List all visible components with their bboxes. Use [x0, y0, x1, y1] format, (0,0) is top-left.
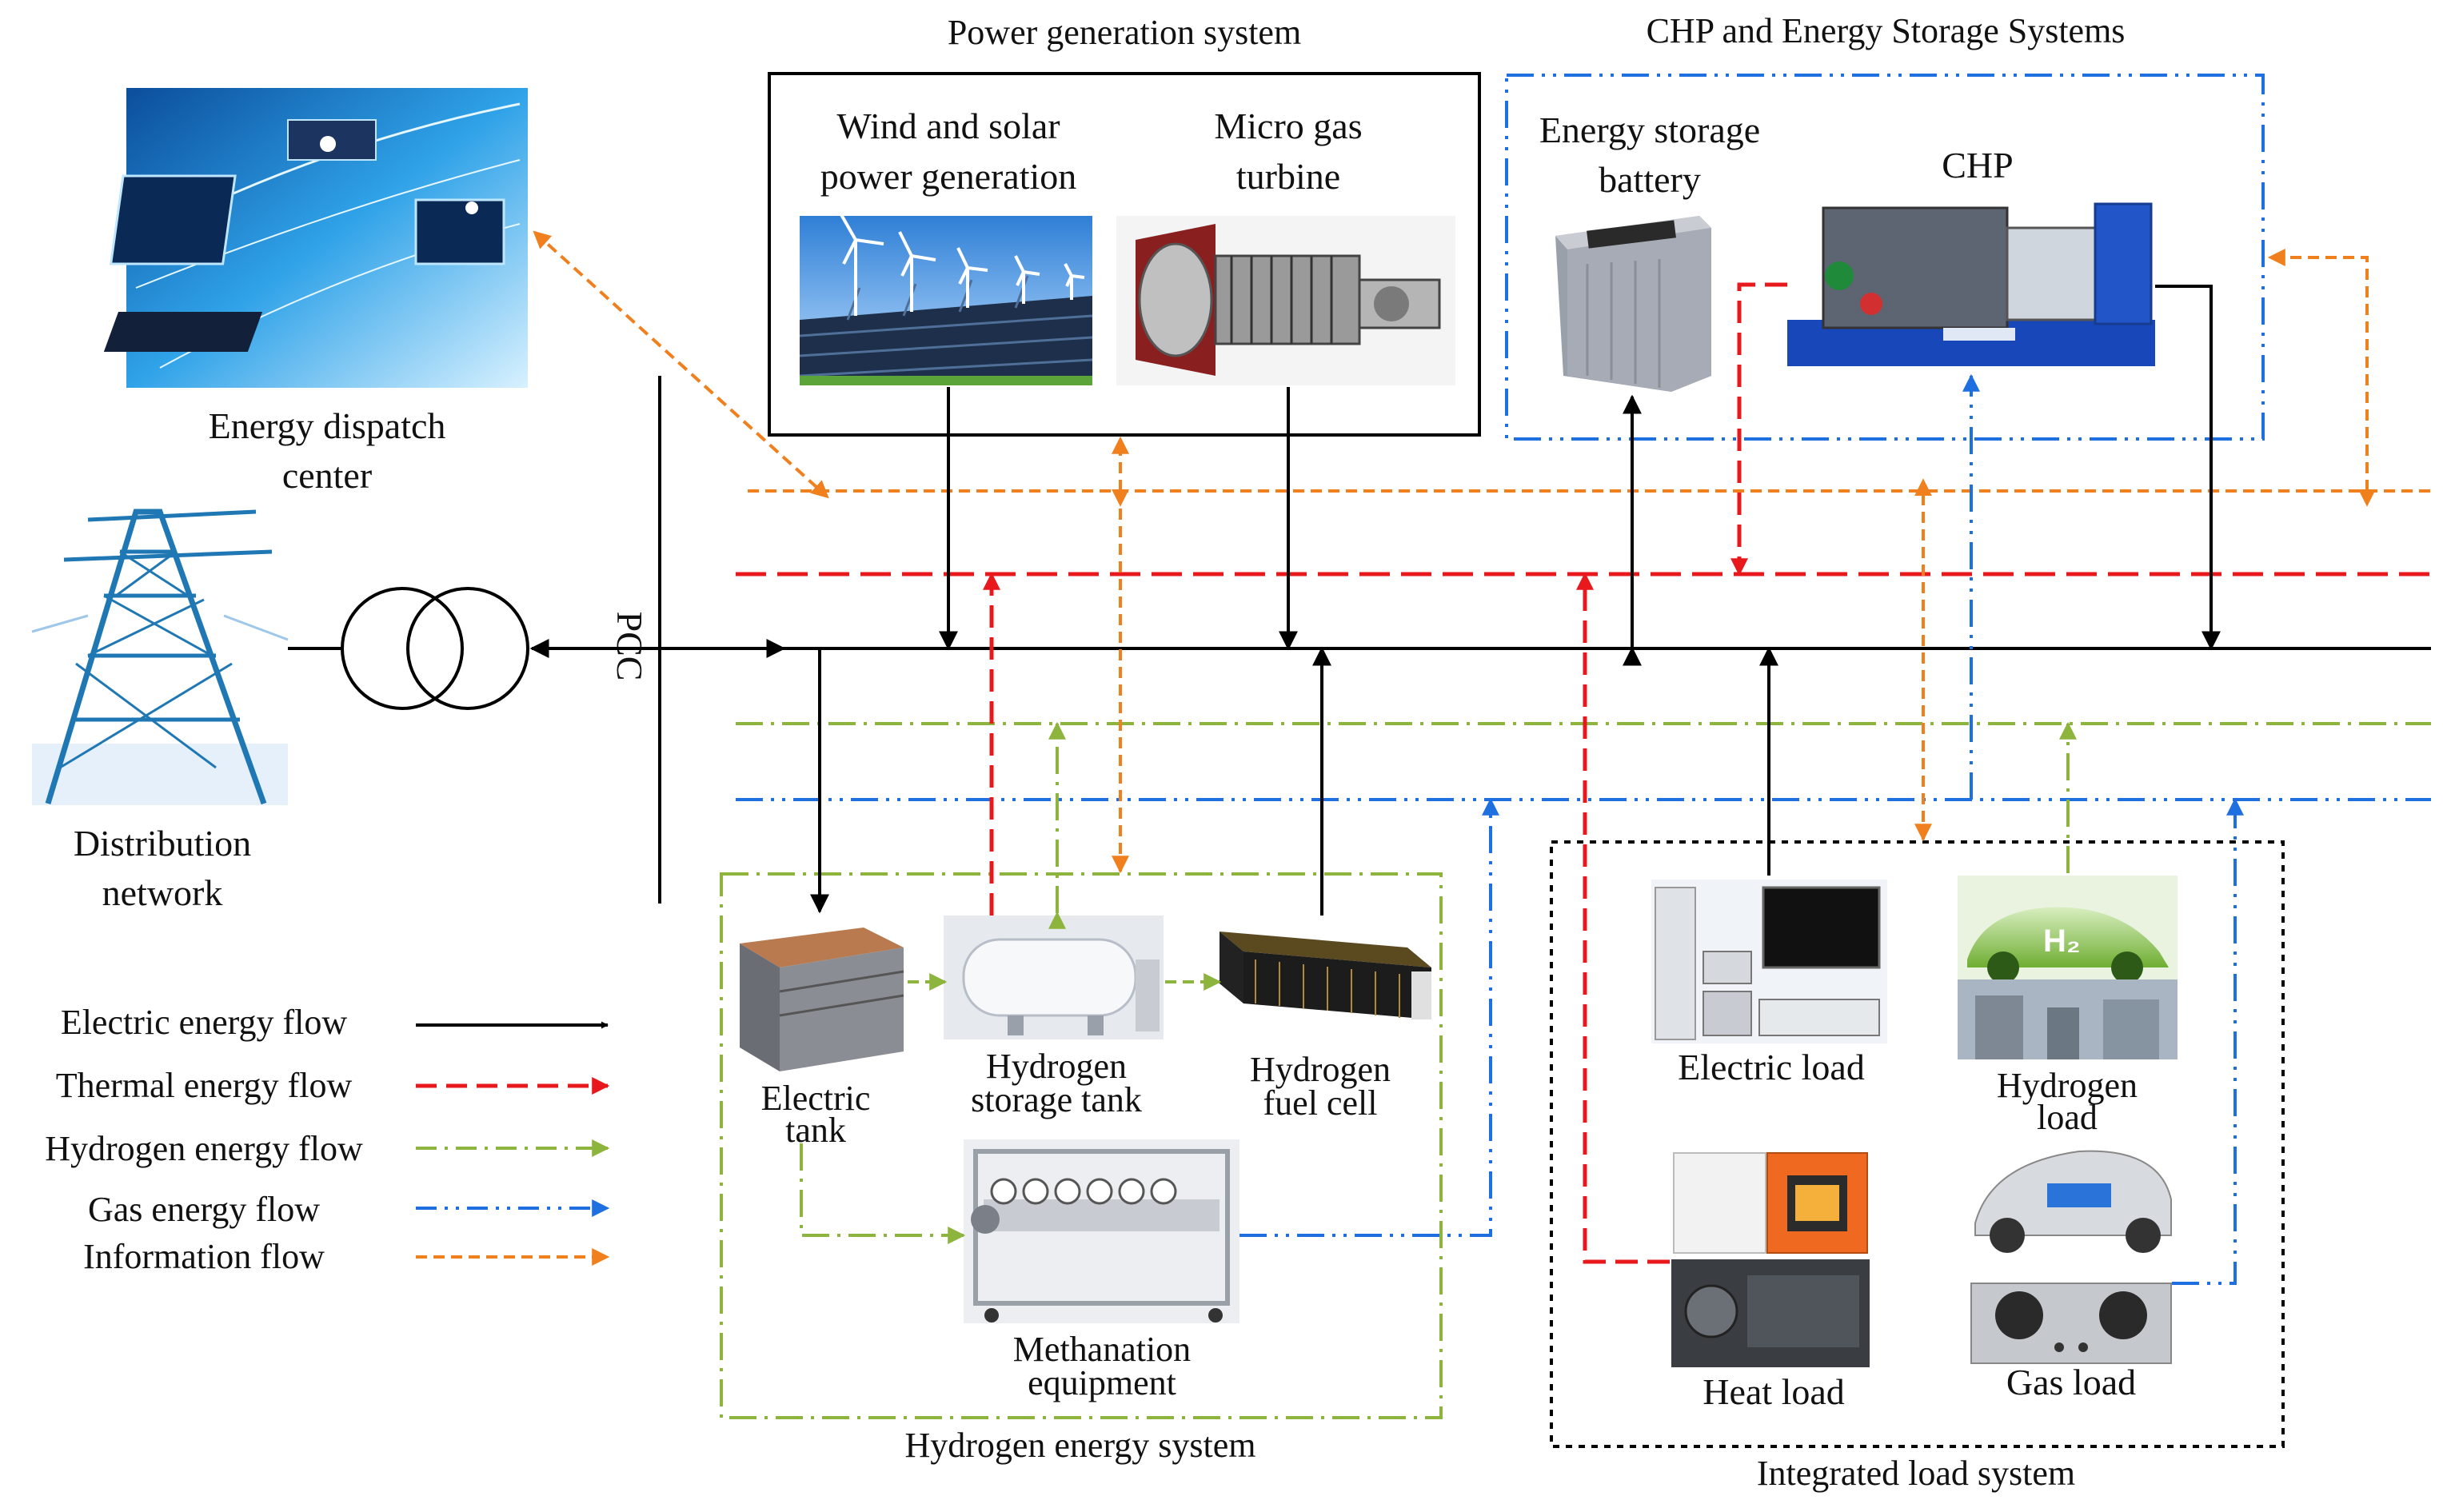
hydrogen-load-label-line1: Hydrogen: [1997, 1066, 2138, 1105]
hydrogen-load-label-line2: load: [2037, 1098, 2098, 1137]
distribution-tower-image: [31, 497, 289, 805]
h2-badge: H₂: [2043, 924, 2081, 959]
electric-tank-label-line2: tank: [785, 1111, 846, 1150]
micro-gas-label-line2: turbine: [1236, 156, 1340, 197]
hydrogen-system-box: [720, 872, 1443, 1419]
legend-electric-label: Electric energy flow: [61, 1003, 348, 1042]
integrated-load-title: Integrated load system: [1757, 1454, 2075, 1493]
wind-solar-image: [799, 211, 1093, 385]
transformer-icon: [341, 587, 529, 710]
gas-load-image: [1970, 1150, 2172, 1364]
integrated-load-box: [1550, 840, 2285, 1448]
gas-load-arrow: [2172, 797, 2244, 1285]
electric-tank-label-line1: Electric: [761, 1079, 871, 1118]
micro-gas-label-line1: Micro gas: [1214, 106, 1362, 146]
distribution-label-line1: Distribution: [74, 823, 251, 864]
electric-tank-image: [740, 928, 904, 1071]
methanation-label-line1: Methanation: [1013, 1330, 1191, 1369]
hydrogen-fuel-cell-image: [1220, 932, 1431, 1019]
micro-gas-turbine-image: [1116, 216, 1455, 385]
chp-image: [1787, 200, 2155, 369]
legend-hydrogen-label: Hydrogen energy flow: [45, 1129, 363, 1168]
methanation-label-line2: equipment: [1028, 1363, 1176, 1402]
pcc-label: PCC: [609, 612, 650, 681]
chp-thermal-out: [1730, 282, 1787, 576]
chp-storage-title: CHP and Energy Storage Systems: [1647, 11, 2126, 50]
heat-load-image: [1671, 1152, 1870, 1367]
battery-label-line2: battery: [1599, 159, 1701, 200]
chp-label: CHP: [1942, 145, 2013, 186]
wind-solar-label-line1: Wind and solar: [836, 106, 1060, 146]
power-generation-title: Power generation system: [948, 13, 1301, 52]
hydrogen-storage-label-line1: Hydrogen: [986, 1047, 1127, 1086]
hydrogen-storage-label-line2: storage tank: [971, 1080, 1142, 1119]
methanation-to-gas-bus-arrow: [1239, 797, 1499, 1237]
energy-storage-battery-image: [1555, 216, 1711, 392]
legend-thermal-label: Thermal energy flow: [56, 1066, 353, 1105]
hydrogen-system-title: Hydrogen energy system: [904, 1426, 1255, 1465]
hydrogen-storage-tank-image: [944, 916, 1164, 1039]
heat-load-label: Heat load: [1703, 1371, 1845, 1412]
distribution-label-line2: network: [102, 872, 223, 913]
legend: Electric energy flow Thermal energy flow…: [45, 1003, 610, 1276]
wind-solar-label-line2: power generation: [820, 156, 1077, 197]
hydrogen-fuel-cell-label-line1: Hydrogen: [1250, 1050, 1391, 1089]
legend-gas-label: Gas energy flow: [88, 1190, 320, 1229]
electric-load-image: [1651, 880, 1887, 1043]
heat-load-thermal-arrow: [1576, 572, 1670, 1264]
dispatch-info-arrow: [533, 230, 829, 499]
hydrogen-load-image: H₂: [1958, 876, 2178, 1059]
energy-dispatch-center-image: [103, 88, 528, 388]
chp-electric-out: [2155, 285, 2221, 651]
electric-load-label: Electric load: [1678, 1047, 1865, 1087]
chp-info-arrow: [2267, 249, 2376, 507]
hydrogen-fuel-cell-label-line2: fuel cell: [1263, 1083, 1378, 1123]
legend-information-label: Information flow: [83, 1237, 325, 1276]
dispatch-label-line1: Energy dispatch: [209, 405, 446, 446]
electric-tank-to-methanation-arrow: [800, 1143, 966, 1244]
gas-load-label: Gas load: [2006, 1362, 2136, 1402]
dispatch-label-line2: center: [282, 455, 372, 496]
methanation-equipment-image: [964, 1139, 1239, 1323]
chp-storage-box: [1505, 74, 2265, 441]
battery-label-line1: Energy storage: [1539, 110, 1760, 150]
